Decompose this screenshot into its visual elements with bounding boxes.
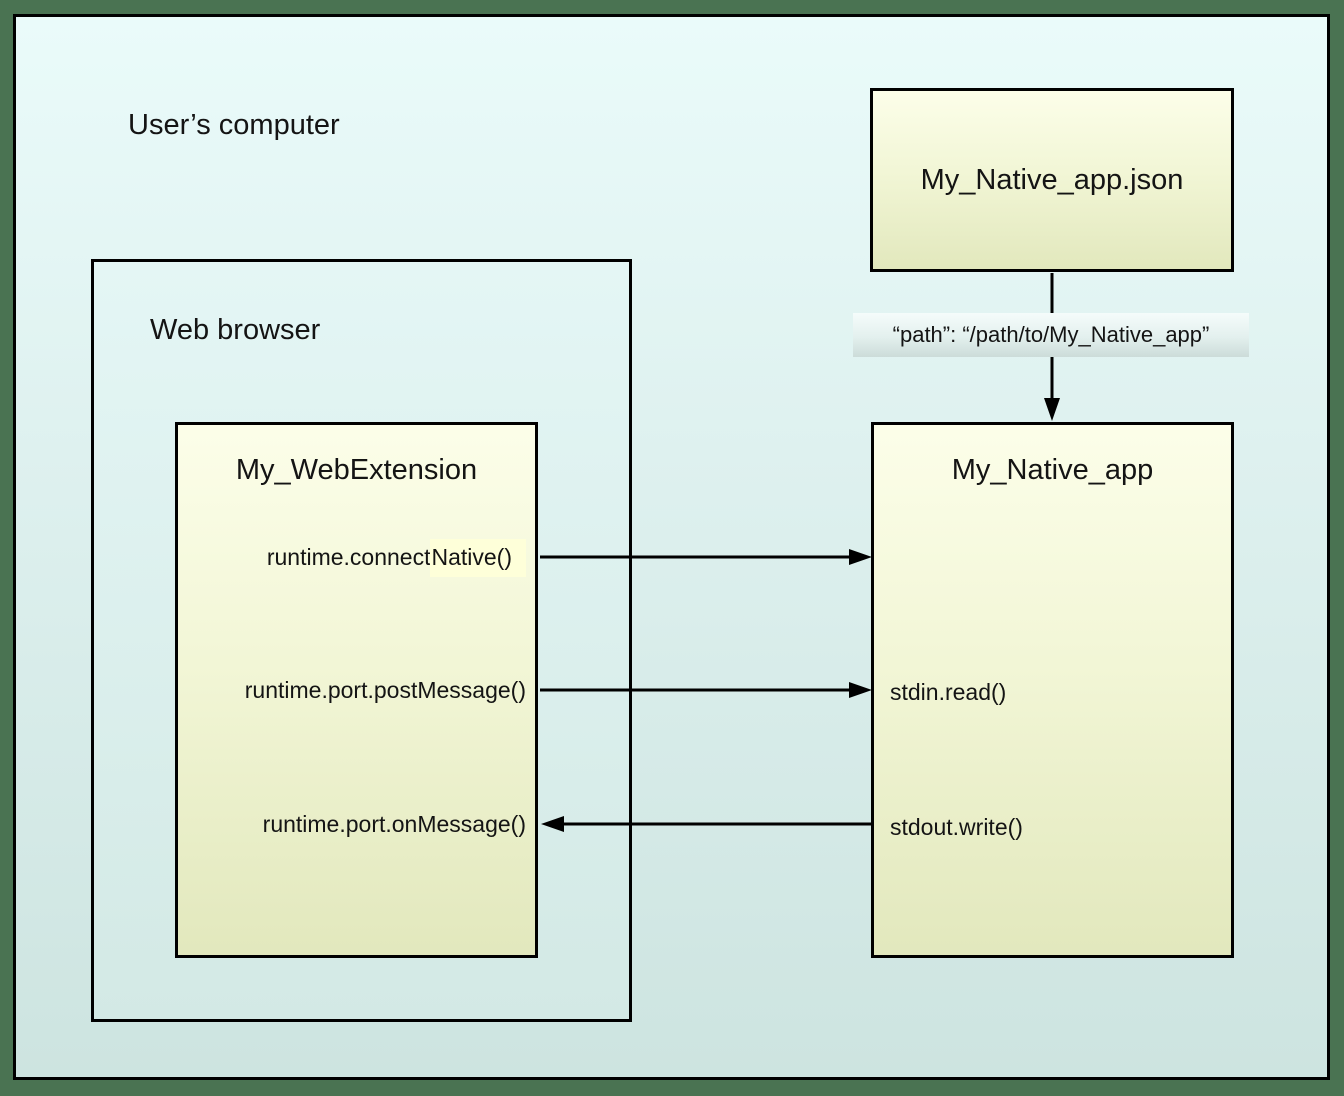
my-webextension-title: My_WebExtension <box>235 454 478 486</box>
my-webextension-box: My_WebExtension runtime.connectNative() … <box>175 422 538 958</box>
users-computer-label: User’s computer <box>128 109 340 141</box>
my-native-app-box: My_Native_app stdin.read() stdout.write(… <box>871 422 1234 958</box>
method-connect-native-prefix: runtime.connect <box>266 544 431 570</box>
my-native-app-json-title: My_Native_app.json <box>920 163 1184 196</box>
method-connect-native: runtime.connectNative() <box>266 539 526 577</box>
method-post-message: runtime.port.postMessage() <box>244 677 526 703</box>
method-stdin-read: stdin.read() <box>890 679 1007 705</box>
web-browser-label: Web browser <box>150 314 321 346</box>
my-native-app-json-box: My_Native_app.json <box>870 88 1234 272</box>
my-native-app-title: My_Native_app <box>951 454 1154 486</box>
method-on-message: runtime.port.onMessage() <box>262 811 526 837</box>
method-stdout-write: stdout.write() <box>890 814 1023 840</box>
path-label: “path”: “/path/to/My_Native_app” <box>853 313 1249 357</box>
method-connect-native-highlight: Native() <box>430 539 526 577</box>
